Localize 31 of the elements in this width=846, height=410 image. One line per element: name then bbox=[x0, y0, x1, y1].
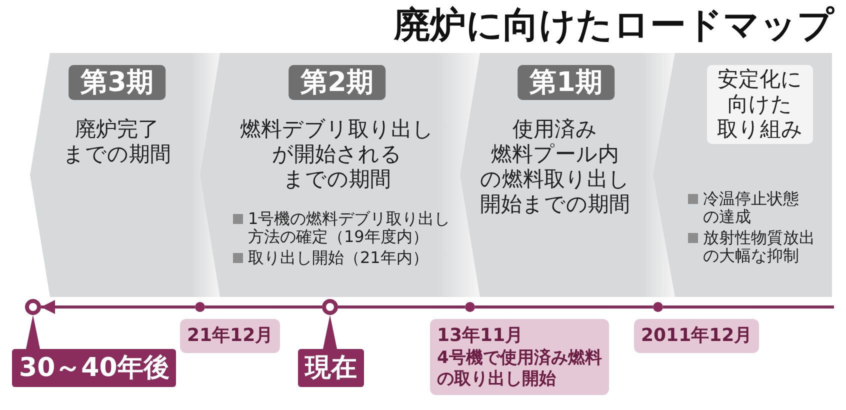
ring-marker-icon bbox=[322, 299, 338, 315]
phase-tag: 第1期 bbox=[518, 65, 614, 100]
heading-tag: 安定化に向けた取り組み bbox=[707, 65, 813, 144]
timeline-line bbox=[338, 306, 465, 308]
callout-pointer bbox=[323, 315, 337, 349]
dot-marker-icon bbox=[653, 302, 663, 312]
date-tag bbox=[430, 319, 609, 395]
bullet-text: 1号機の燃料デブリ取り出し方法の確定（19年度内） bbox=[248, 210, 450, 246]
timeline-line bbox=[475, 306, 653, 308]
ring-marker-icon bbox=[25, 299, 41, 315]
time-callout: 30～40年後 bbox=[12, 349, 176, 387]
date-tag: 21年12月 bbox=[180, 319, 280, 353]
timeline-arrow bbox=[41, 300, 195, 314]
phase-tag: 第2期 bbox=[288, 65, 386, 100]
time-callout: 現在 bbox=[298, 349, 364, 387]
bullet-text: 冷温停止状態の達成 bbox=[703, 190, 799, 226]
phase-tag: 第3期 bbox=[68, 65, 166, 100]
date-text: 13年11月 bbox=[437, 324, 524, 348]
dot-marker-icon bbox=[195, 302, 205, 312]
period-description: 廃炉完了までの期間 bbox=[63, 117, 171, 167]
diagram-title: 廃炉に向けたロードマップ bbox=[394, 4, 834, 48]
event-text: 4号機で使用済み燃料の取り出し開始 bbox=[437, 348, 602, 390]
period-description: 使用済み燃料プール内の燃料取り出し開始までの期間 bbox=[480, 117, 630, 217]
bullet-text: 放射性物質放出の大幅な抑制 bbox=[703, 229, 815, 265]
date-tag: 2011年12月 bbox=[634, 319, 760, 353]
period-description: 燃料デブリ取り出しが開始されるまでの期間 bbox=[240, 117, 434, 192]
timeline-line bbox=[205, 306, 322, 308]
dot-marker-icon bbox=[465, 302, 475, 312]
callout-pointer bbox=[26, 315, 40, 349]
bullet-text: 取り出し開始（21年内） bbox=[248, 249, 428, 267]
timeline-line bbox=[663, 306, 834, 308]
